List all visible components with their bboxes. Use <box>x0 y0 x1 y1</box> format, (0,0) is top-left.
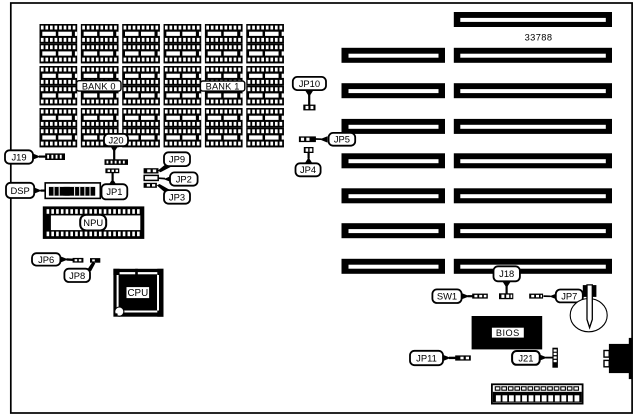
svg-text:JP5: JP5 <box>334 134 350 145</box>
svg-text:JP6: JP6 <box>38 254 54 265</box>
svg-text:BIOS: BIOS <box>496 328 520 338</box>
svg-text:33788: 33788 <box>525 32 553 42</box>
svg-text:NPU: NPU <box>83 217 103 228</box>
svg-text:BANK 1: BANK 1 <box>206 81 240 91</box>
svg-text:JP4: JP4 <box>300 164 316 175</box>
svg-text:JP2: JP2 <box>176 173 192 184</box>
svg-text:JP8: JP8 <box>69 270 85 281</box>
svg-text:J19: J19 <box>11 151 26 162</box>
svg-text:JP9: JP9 <box>169 154 185 165</box>
svg-text:SW1: SW1 <box>437 291 457 302</box>
svg-text:J20: J20 <box>108 134 123 145</box>
svg-text:CPU: CPU <box>127 288 148 299</box>
svg-text:DSP: DSP <box>10 185 29 196</box>
svg-text:JP7: JP7 <box>561 290 577 301</box>
svg-text:JP11: JP11 <box>416 352 437 363</box>
svg-text:JP3: JP3 <box>169 191 185 202</box>
svg-text:JP1: JP1 <box>106 186 122 197</box>
svg-text:BANK 0: BANK 0 <box>82 81 116 91</box>
svg-text:J18: J18 <box>499 268 514 279</box>
svg-text:JP10: JP10 <box>299 78 320 89</box>
svg-text:J21: J21 <box>518 352 533 363</box>
